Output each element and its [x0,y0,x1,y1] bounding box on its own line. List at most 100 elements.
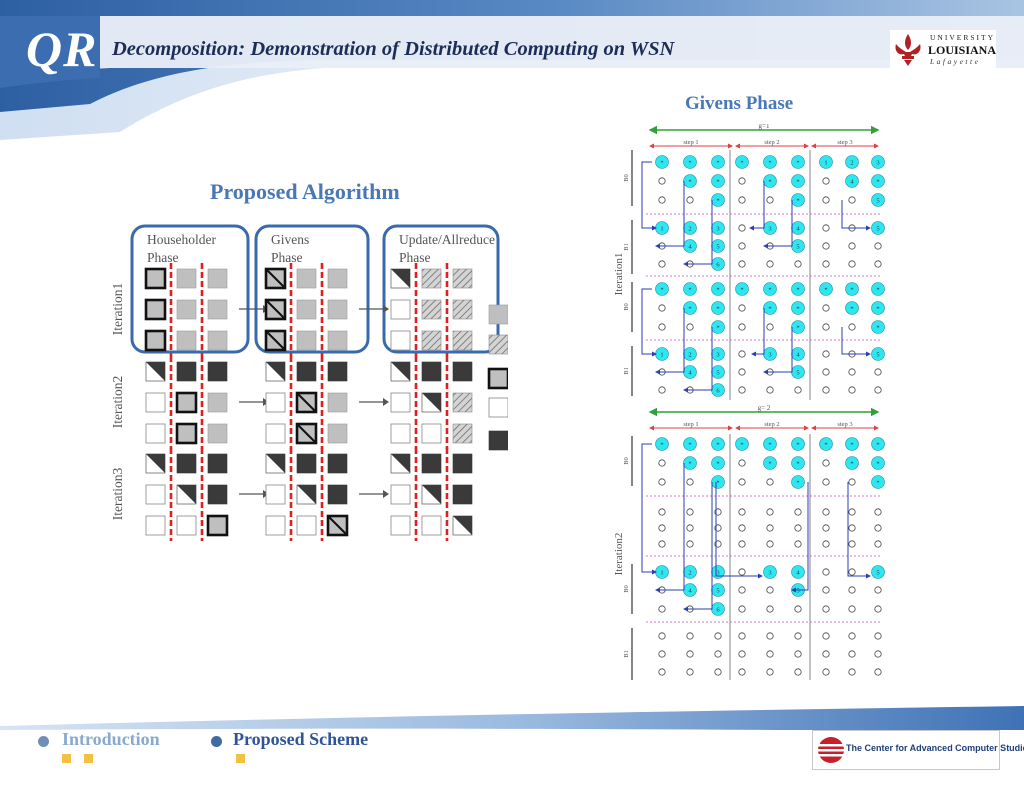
iteration-label: Iteration1 [110,283,125,335]
idle-node [766,524,774,532]
reduction-link [655,308,685,375]
node-mark: * [660,286,663,293]
unprocessed-cell [207,392,228,413]
nav-introduction[interactable]: Introduction [62,729,160,749]
idle-node [658,632,666,640]
active-node [845,456,859,470]
node-mark: * [716,178,719,185]
node-mark: * [716,479,719,486]
active-node [791,301,805,315]
node-mark: 5 [716,243,719,250]
diagonal-fill [391,269,410,288]
updated-cell [421,330,442,351]
idle-node [874,368,882,376]
active-node [845,155,859,169]
diagonal-fill [146,362,165,381]
updated-cell [452,268,473,289]
processed-cell [452,484,473,505]
block-label: B1 [623,243,630,251]
annihilated-cell [488,397,508,418]
proposed-algorithm-diagram: HouseholderPhaseGivensPhaseUpdate/Allred… [110,224,508,541]
active-node [711,456,725,470]
university-logo-line1: UNIVERSITY [930,33,995,42]
phase-arrowhead [383,305,389,313]
idle-node [848,323,856,331]
processed-cell [327,484,348,505]
idle-node [766,586,774,594]
idle-node [822,224,830,232]
node-mark: * [768,286,771,293]
active-node [655,155,669,169]
node-mark: * [850,305,853,312]
nav-introduction-subitem-1[interactable] [62,754,71,763]
processed-cell [452,361,473,382]
active-node [871,193,885,207]
annihilated-cell [145,515,166,536]
block-label: B1 [623,367,630,375]
node-mark: 4 [850,178,854,185]
node-mark: * [850,460,853,467]
idle-node [848,242,856,250]
block-label: B0 [623,174,630,182]
phase-label-line1: Givens [271,232,309,247]
active-node [655,282,669,296]
reduction-link [715,482,763,579]
node-mark: * [876,460,879,467]
givens-phase-heading: Givens Phase [685,93,794,114]
idle-node [738,605,746,613]
idle-node [658,323,666,331]
active-node [791,437,805,451]
active-node [791,155,805,169]
node-mark: * [740,441,743,448]
processed-cell [488,430,508,451]
node-mark: * [796,178,799,185]
idle-node [794,668,802,676]
node-mark: * [796,441,799,448]
idle-node [822,605,830,613]
node-mark: 3 [768,225,771,232]
idle-node [658,605,666,613]
node-mark: * [876,305,879,312]
reduction-link [655,463,685,593]
reduction-link [683,327,713,393]
idle-node [822,177,830,185]
active-cell [144,267,167,290]
phase-label-line2: Phase [147,250,179,265]
active-node [763,456,777,470]
node-mark: 3 [716,351,719,358]
idle-node [738,540,746,548]
idle-node [766,386,774,394]
diagonal-fill [422,485,441,504]
nav-introduction-subitem-2[interactable] [84,754,93,763]
processed-cell [452,453,473,474]
unprocessed-cell [327,392,348,413]
updated-cell [421,268,442,289]
unprocessed-cell [327,423,348,444]
diagonal-fill [146,454,165,473]
updated-cell [452,330,473,351]
phase-label-line2: Phase [399,250,431,265]
step-label: step 3 [837,139,852,146]
node-mark: 1 [660,351,663,358]
idle-node [738,459,746,467]
node-mark: * [824,441,827,448]
nav-proposed-scheme[interactable]: Proposed Scheme [233,729,369,749]
phase-highlight-box [254,224,370,354]
node-mark: * [796,479,799,486]
qr-logo-text: QR [26,21,98,77]
nav-proposed-scheme-subitem-1[interactable] [236,754,245,763]
idle-node [714,650,722,658]
node-mark: 1 [824,159,827,166]
idle-node [848,260,856,268]
node-mark: 6 [716,261,720,268]
idle-node [738,478,746,486]
processed-cell [421,453,442,474]
node-mark: 5 [796,587,799,594]
active-node [711,155,725,169]
idle-node [658,650,666,658]
footer-banner [0,706,1024,796]
active-node [683,282,697,296]
node-mark: * [716,286,719,293]
active-node [735,282,749,296]
reduction-link [641,161,657,231]
